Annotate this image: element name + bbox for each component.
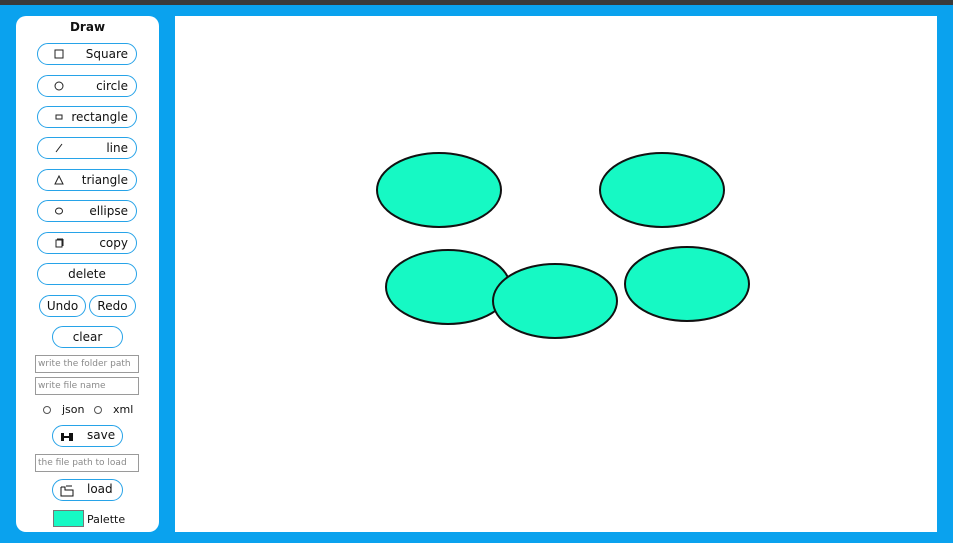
save-button[interactable]: save bbox=[52, 425, 123, 447]
palette-color-swatch[interactable] bbox=[53, 510, 84, 527]
load-path-input[interactable] bbox=[35, 454, 139, 472]
file-name-input[interactable] bbox=[35, 377, 139, 395]
canvas-ellipse-2[interactable] bbox=[599, 152, 725, 228]
line-tool-button[interactable]: line bbox=[37, 137, 137, 159]
window-top-bar bbox=[0, 0, 953, 5]
square-tool-button[interactable]: Square bbox=[37, 43, 137, 65]
rectangle-tool-button[interactable]: rectangle bbox=[37, 106, 137, 128]
rectangle-icon bbox=[52, 110, 66, 124]
format-radio-group: json xml bbox=[16, 403, 159, 417]
ellipse-icon bbox=[52, 204, 66, 218]
save-label: save bbox=[87, 428, 116, 442]
undo-button[interactable]: Undo bbox=[39, 295, 86, 317]
delete-label: delete bbox=[68, 267, 106, 281]
palette-label: Palette bbox=[87, 513, 126, 526]
delete-button[interactable]: delete bbox=[37, 263, 137, 285]
draw-sidebar: Draw Square circle rectangle line triang… bbox=[16, 16, 159, 532]
square-icon bbox=[52, 47, 66, 61]
canvas-ellipse-4[interactable] bbox=[624, 246, 750, 322]
drawing-canvas[interactable] bbox=[175, 16, 937, 532]
load-label: load bbox=[87, 482, 113, 496]
redo-button[interactable]: Redo bbox=[89, 295, 136, 317]
load-button[interactable]: load bbox=[52, 479, 123, 501]
line-icon bbox=[52, 141, 66, 155]
triangle-tool-button[interactable]: triangle bbox=[37, 169, 137, 191]
xml-radio-label: xml bbox=[113, 403, 134, 416]
canvas-ellipse-5[interactable] bbox=[492, 263, 618, 339]
copy-icon bbox=[52, 236, 66, 250]
line-tool-label: line bbox=[106, 141, 128, 155]
circle-tool-label: circle bbox=[96, 79, 128, 93]
clear-button[interactable]: clear bbox=[52, 326, 123, 348]
triangle-tool-label: triangle bbox=[81, 173, 128, 187]
ellipse-tool-label: ellipse bbox=[89, 204, 128, 218]
json-radio-label: json bbox=[62, 403, 85, 416]
ellipse-tool-button[interactable]: ellipse bbox=[37, 200, 137, 222]
copy-tool-button[interactable]: copy bbox=[37, 232, 137, 254]
json-radio[interactable] bbox=[43, 406, 51, 414]
circle-icon bbox=[52, 79, 66, 93]
rectangle-tool-label: rectangle bbox=[71, 110, 128, 124]
copy-tool-label: copy bbox=[99, 236, 128, 250]
canvas-shapes bbox=[376, 152, 750, 339]
folder-path-input[interactable] bbox=[35, 355, 139, 373]
xml-radio[interactable] bbox=[94, 406, 102, 414]
save-icon bbox=[60, 430, 74, 442]
triangle-icon bbox=[52, 173, 66, 187]
canvas-ellipse-1[interactable] bbox=[376, 152, 502, 228]
canvas-ellipse-3[interactable] bbox=[385, 249, 511, 325]
circle-tool-button[interactable]: circle bbox=[37, 75, 137, 97]
load-icon bbox=[60, 484, 74, 497]
sidebar-title: Draw bbox=[69, 20, 106, 34]
square-tool-label: Square bbox=[85, 47, 128, 61]
